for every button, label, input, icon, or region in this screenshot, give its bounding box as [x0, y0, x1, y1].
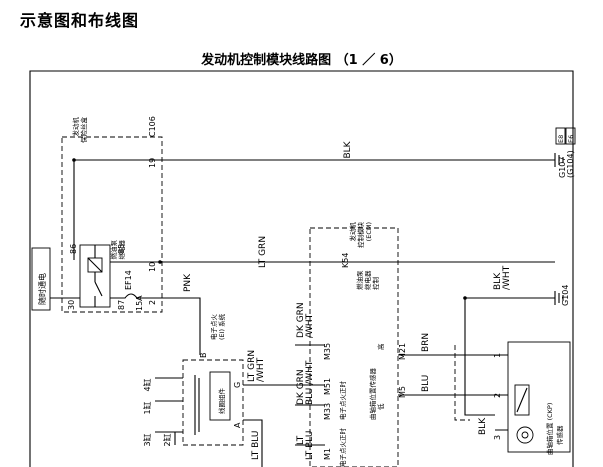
- hot-label-box: [31, 247, 51, 311]
- ground-g104-symbol: [554, 291, 564, 305]
- ign-label-2: (EI) 系统: [217, 313, 226, 340]
- wire-label-pnk: PNK: [183, 273, 193, 292]
- ign-sub: 电子点火正时: [338, 381, 347, 421]
- pin-10: 10: [148, 262, 157, 272]
- ckp-sensor-box: [507, 341, 571, 453]
- pump-sub-3: 控制: [371, 277, 380, 291]
- pin-2: 2: [148, 300, 157, 305]
- ckp-pin-3: 3: [493, 435, 502, 440]
- pin-m33: M33: [323, 403, 332, 420]
- pin-85: 85: [117, 244, 126, 254]
- ckp-label-2: 传感器: [555, 425, 564, 445]
- pin-30: 30: [67, 300, 76, 310]
- pin-m5: M5: [398, 386, 407, 398]
- wire-label-lt-grn: LT GRN: [258, 236, 268, 268]
- fuse-box-label-2: 保险丝盒: [79, 117, 88, 144]
- ecm-label-3: (ECM): [365, 222, 373, 241]
- pin-k54: K54: [341, 253, 350, 268]
- diagram-title: 发动机控制模块线路图 （1 ／ 6）: [201, 53, 402, 68]
- wire-label-lt-grn-wht-2: /WHT: [256, 357, 266, 382]
- pin-m35: M35: [323, 343, 332, 360]
- pin-19: 19: [148, 158, 157, 168]
- ign-sub-2: 电子点火正时: [338, 428, 347, 467]
- ground-g104a: (G104): [566, 150, 575, 178]
- wire-label-dk-grn-blu-2: BLU /WHT: [305, 360, 315, 405]
- wire-label-lt-blu-3: LT BLU: [251, 431, 261, 460]
- fuse-rating: 15A: [135, 295, 144, 311]
- wire-label-blk-bottom: BLK: [478, 417, 488, 435]
- ref-e6: E6: [567, 135, 575, 143]
- pin-86: 86: [69, 244, 78, 254]
- cyl-2: 2缸: [162, 433, 172, 446]
- wire-label-brn: BRN: [421, 333, 431, 352]
- cyl-3: 3缸: [142, 433, 152, 446]
- wire-label-lt-blu: LT BLU: [305, 431, 315, 460]
- pin-m21: M21: [398, 343, 407, 360]
- pin-a: A: [233, 422, 242, 428]
- coil-label: 线圈组件: [217, 388, 226, 415]
- cyl-4: 4缸: [142, 378, 152, 391]
- coil-assembly: [209, 371, 231, 421]
- wire-label-blk: BLK: [343, 140, 353, 158]
- ign-label: 电子点火: [209, 314, 218, 341]
- wire-pnk: [160, 297, 201, 355]
- relay-label-2: 继电器: [117, 240, 126, 260]
- ecm-outline: [309, 227, 399, 467]
- fuse-box-label: 发动机: [71, 117, 80, 137]
- fuse-ef14: [110, 293, 160, 299]
- pump-sub: 燃油泵: [355, 270, 364, 290]
- diagram-frame: [29, 70, 574, 467]
- fuse-box-outline: [61, 136, 163, 313]
- ckp-sub-2: 高: [376, 343, 385, 350]
- ecm-label-2: 控制模块: [356, 222, 365, 249]
- fuse-name: EF14: [124, 270, 133, 290]
- wire-label-blk-wht: BLK: [493, 272, 503, 290]
- wire-label-lt-grn-wht: LT GRN: [247, 350, 257, 382]
- reluctor-wheel: [516, 426, 534, 444]
- ground-g107-symbol: [554, 153, 564, 167]
- wire-label-dk-grn-blu: DK GRN: [296, 369, 306, 405]
- ign-coil-outline: [182, 359, 244, 446]
- ground-g104: G104: [561, 285, 570, 306]
- wire-label-blu: BLU: [421, 375, 431, 392]
- relay-switch: [94, 245, 103, 307]
- pump-sub-2: 继电器: [363, 270, 372, 290]
- pin-g: G: [233, 382, 242, 388]
- connector-c106: C106: [148, 116, 157, 137]
- pin-87: 87: [117, 300, 126, 310]
- ground-g107: G107: [558, 157, 567, 178]
- ecm-label: 发动机: [348, 222, 357, 242]
- wire-label-dk-grn: DK GRN: [296, 302, 306, 338]
- hot-label: 随时通电: [37, 273, 47, 305]
- ckp-sub: 曲轴箱位置传感器: [368, 368, 377, 421]
- cyl-1: 1缸: [142, 401, 152, 414]
- ckp-label: 曲轴箱位置 (CKP): [545, 403, 554, 455]
- wire-label-lt: LT: [296, 435, 306, 445]
- pin-m51: M51: [323, 378, 332, 395]
- page-title: 示意图和布线图: [20, 11, 140, 30]
- pin-b: B: [199, 353, 208, 359]
- wire-label-dk-grn-2: /WHT: [305, 313, 315, 338]
- ref-e8: E8: [557, 135, 565, 143]
- ckp-sub-3: 低: [376, 403, 385, 410]
- ckp-coil: [514, 384, 530, 416]
- relay-label: 燃油泵: [109, 240, 118, 260]
- wire-label-blk-wht-2: /WHT: [502, 265, 512, 290]
- pin-m1: M1: [323, 448, 332, 460]
